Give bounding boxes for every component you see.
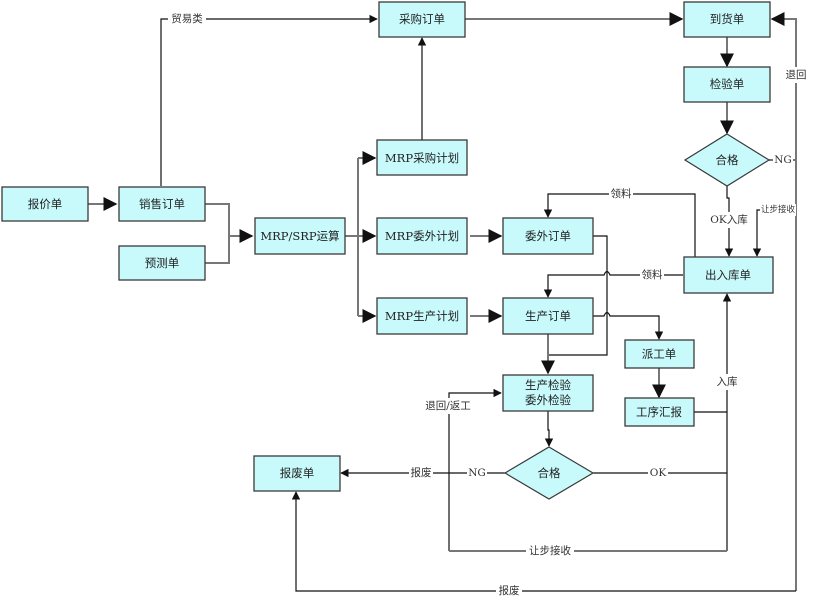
node-purchase-order[interactable]: 采购订单 <box>378 1 466 38</box>
svg-text:销售订单: 销售订单 <box>139 197 185 211</box>
label-stock-in: 入库 <box>715 374 739 390</box>
node-arrival-note[interactable]: 到货单 <box>683 1 771 38</box>
svg-text:检验单: 检验单 <box>710 77 745 91</box>
svg-text:生产订单: 生产订单 <box>525 309 571 323</box>
node-mrp-production-plan[interactable]: MRP生产计划 <box>376 297 468 335</box>
node-production-inspection[interactable]: 生产检验 委外检验 <box>502 374 594 412</box>
svg-text:预测单: 预测单 <box>145 256 180 270</box>
edge-forecast-to-mrp <box>205 236 230 264</box>
node-production-order[interactable]: 生产订单 <box>502 297 594 335</box>
svg-text:报废: 报废 <box>499 584 520 597</box>
svg-text:入库: 入库 <box>717 375 738 388</box>
svg-text:OK: OK <box>650 467 667 479</box>
svg-text:退回: 退回 <box>786 69 807 81</box>
svg-text:合格: 合格 <box>538 466 561 480</box>
node-sales-order[interactable]: 销售订单 <box>118 186 206 222</box>
label-material-pick-2: 领料 <box>640 267 664 283</box>
label-material-pick-1: 领料 <box>609 186 633 202</box>
edge-return-rework <box>448 388 502 551</box>
edge-scrap-bottom <box>291 491 796 592</box>
svg-text:生产检验: 生产检验 <box>525 378 571 392</box>
label-ok-stock-in: OK入库 <box>707 212 751 228</box>
svg-text:报废: 报废 <box>411 466 432 479</box>
edge-inspection-to-qualified-bottom <box>544 411 554 447</box>
edge-ng-return-to-arrival <box>769 12 797 161</box>
edge-sales-order-trade-to-purchase-order <box>160 14 378 186</box>
svg-text:报价单: 报价单 <box>28 197 63 211</box>
node-forecast[interactable]: 预测单 <box>118 245 206 281</box>
node-scrap-note[interactable]: 报废单 <box>253 455 341 492</box>
svg-text:OK入库: OK入库 <box>710 213 747 226</box>
svg-text:MRP/SRP运算: MRP/SRP运算 <box>260 229 339 243</box>
svg-text:委外检验: 委外检验 <box>525 393 571 407</box>
svg-text:退回/返工: 退回/返工 <box>425 400 471 412</box>
node-qualified-bottom[interactable]: 合格 <box>503 446 595 500</box>
label-concession-bottom: 让步接收 <box>526 543 574 559</box>
svg-text:领料: 领料 <box>642 268 663 281</box>
node-mrp-srp[interactable]: MRP/SRP运算 <box>254 217 346 255</box>
svg-text:派工单: 派工单 <box>642 347 677 361</box>
svg-text:领料: 领料 <box>611 187 632 200</box>
svg-text:贸易类: 贸易类 <box>171 12 203 25</box>
label-trade: 贸易类 <box>168 11 206 27</box>
label-ng-bottom: NG <box>467 465 487 481</box>
svg-text:工序汇报: 工序汇报 <box>636 405 682 419</box>
edge-sales-order-to-mrp <box>205 203 230 236</box>
node-mrp-outsource-plan[interactable]: MRP委外计划 <box>376 217 468 255</box>
edge-outsource-order-to-inspection <box>548 235 608 356</box>
node-quotation[interactable]: 报价单 <box>1 186 89 222</box>
label-ng-top: NG <box>773 152 793 168</box>
node-mrp-purchase-plan[interactable]: MRP采购计划 <box>376 139 468 176</box>
svg-text:合格: 合格 <box>716 153 739 167</box>
label-scrap-left: 报废 <box>409 465 433 481</box>
svg-text:MRP采购计划: MRP采购计划 <box>385 151 459 165</box>
node-outsource-order[interactable]: 委外订单 <box>502 217 594 255</box>
label-ok-bottom: OK <box>648 465 668 481</box>
node-stock-io-note[interactable]: 出入库单 <box>683 256 774 294</box>
svg-text:采购订单: 采购订单 <box>399 12 445 26</box>
svg-text:NG: NG <box>468 467 486 479</box>
label-return-rework: 退回/返工 <box>422 398 474 414</box>
svg-text:到货单: 到货单 <box>710 12 745 26</box>
svg-text:MRP委外计划: MRP委外计划 <box>385 229 459 243</box>
node-process-report[interactable]: 工序汇报 <box>624 397 695 427</box>
svg-text:出入库单: 出入库单 <box>705 268 751 282</box>
edge-production-order-to-dispatch <box>593 311 664 340</box>
node-qualified-top[interactable]: 合格 <box>683 133 771 187</box>
label-concession-top: 让步接收 <box>760 204 796 216</box>
svg-text:委外订单: 委外订单 <box>525 229 571 243</box>
svg-text:让步接收: 让步接收 <box>529 544 571 557</box>
label-scrap-bottom: 报废 <box>496 583 522 599</box>
svg-text:报废单: 报废单 <box>280 466 315 480</box>
edge-concession-top <box>752 209 796 257</box>
svg-text:NG: NG <box>774 154 792 166</box>
svg-text:MRP生产计划: MRP生产计划 <box>385 309 459 323</box>
node-inspection-note[interactable]: 检验单 <box>683 66 771 103</box>
label-return-top: 退回 <box>784 67 808 83</box>
node-dispatch-note[interactable]: 派工单 <box>624 339 695 369</box>
svg-text:让步接收: 让步接收 <box>761 204 796 215</box>
